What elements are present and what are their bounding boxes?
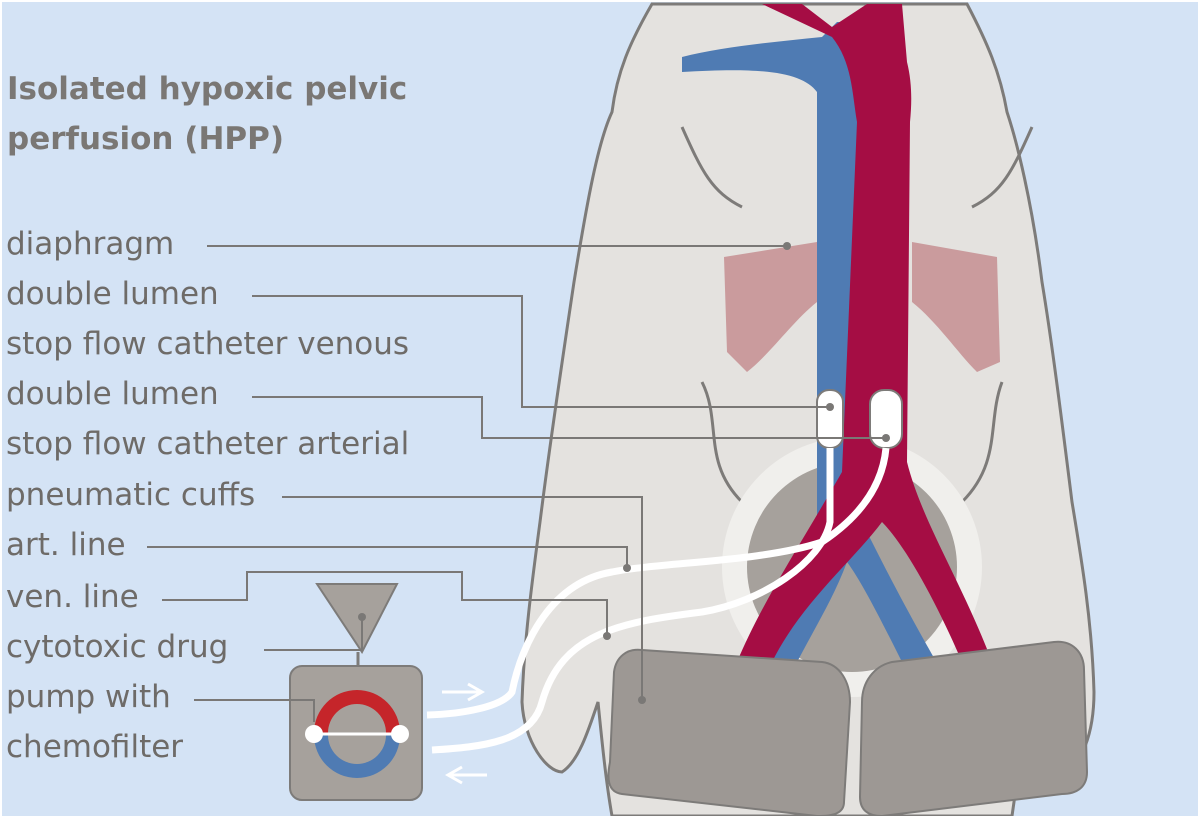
label-pneumatic-cuffs: pneumatic cuffs bbox=[6, 477, 256, 513]
flow-arrow-out bbox=[442, 682, 486, 702]
leader-pump bbox=[194, 699, 315, 722]
dot-arterial-catheter bbox=[882, 434, 890, 442]
label-double-lumen-arterial: double lumen bbox=[6, 376, 219, 412]
title-line-1: Isolated hypoxic pelvic bbox=[7, 71, 408, 107]
label-stop-flow-arterial: stop flow catheter arterial bbox=[6, 426, 410, 462]
leader-ven-line bbox=[162, 571, 608, 636]
flow-arrow-in bbox=[444, 765, 487, 785]
dot-venous-catheter bbox=[826, 403, 834, 411]
pump-arc-blue bbox=[314, 735, 400, 778]
pump-arc-red bbox=[314, 690, 400, 733]
venous-catheter-balloon bbox=[816, 389, 844, 449]
label-cytotoxic-drug: cytotoxic drug bbox=[6, 629, 229, 665]
title-line-2: perfusion (HPP) bbox=[7, 121, 285, 157]
label-diaphragm: diaphragm bbox=[6, 226, 175, 262]
leader-art-line bbox=[147, 546, 628, 568]
label-chemofilter: chemofilter bbox=[6, 729, 184, 765]
leader-venous-catheter bbox=[252, 295, 830, 408]
leader-arterial-catheter bbox=[252, 396, 886, 439]
label-double-lumen-venous: double lumen bbox=[6, 276, 219, 312]
waist-contour-right bbox=[960, 381, 1004, 504]
shoulder-contour-right bbox=[971, 126, 1034, 209]
label-art-line: art. line bbox=[6, 527, 126, 563]
venous-line-tube bbox=[431, 448, 834, 754]
arterial-line-tube bbox=[426, 447, 890, 719]
dot-cytotoxic-drug bbox=[358, 613, 366, 621]
label-pump-with: pump with bbox=[6, 679, 171, 715]
pump-node-right bbox=[391, 725, 409, 743]
leader-lines bbox=[147, 245, 886, 722]
leader-dots bbox=[358, 242, 890, 704]
leader-pneumatic-cuffs bbox=[282, 496, 643, 700]
diagram-title: Isolated hypoxic pelvic perfusion (HPP) bbox=[7, 64, 447, 164]
pump-node-left bbox=[305, 725, 323, 743]
dot-art-line bbox=[623, 564, 631, 572]
dot-ven-line bbox=[603, 632, 611, 640]
label-ven-line: ven. line bbox=[6, 579, 139, 615]
pneumatic-cuff-left bbox=[607, 648, 852, 816]
dot-pneumatic-cuffs bbox=[638, 696, 646, 704]
lung-right bbox=[912, 242, 1000, 372]
pneumatic-cuff-right bbox=[858, 640, 1089, 816]
label-stop-flow-venous: stop flow catheter venous bbox=[6, 326, 410, 362]
lung-left bbox=[724, 242, 817, 372]
drug-funnel bbox=[315, 583, 399, 654]
shoulder-contour-left bbox=[680, 126, 743, 209]
waist-contour-left bbox=[700, 381, 744, 504]
dot-diaphragm bbox=[783, 242, 791, 250]
leader-cytotoxic-drug bbox=[264, 617, 363, 651]
aorta bbox=[737, 4, 992, 662]
